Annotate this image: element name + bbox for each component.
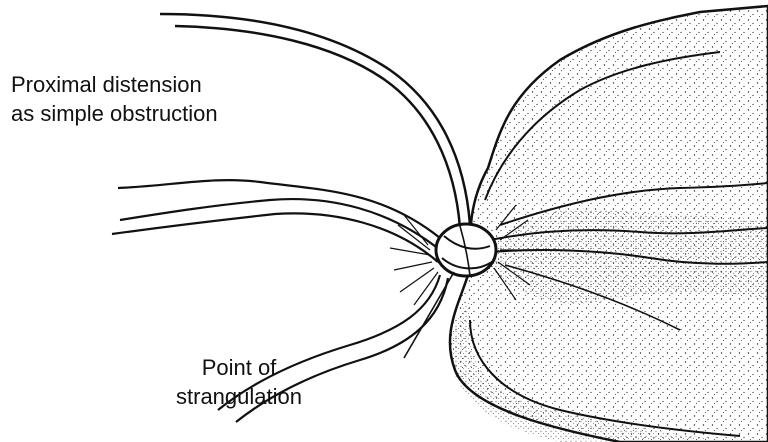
proximal-distension-label: Proximal distension as simple obstructio… — [11, 70, 218, 128]
point-of-strangulation-label: Point of strangulation — [0, 353, 478, 411]
label-line: Proximal distension — [11, 70, 218, 99]
proximal-limb-upper — [175, 26, 460, 228]
proximal-limb-mid — [112, 213, 438, 262]
proximal-limb-mid — [120, 199, 440, 250]
label-line: Point of — [0, 353, 478, 382]
label-line: as simple obstruction — [11, 99, 218, 128]
proximal-limb-mid — [118, 180, 440, 238]
label-line: strangulation — [0, 382, 478, 411]
